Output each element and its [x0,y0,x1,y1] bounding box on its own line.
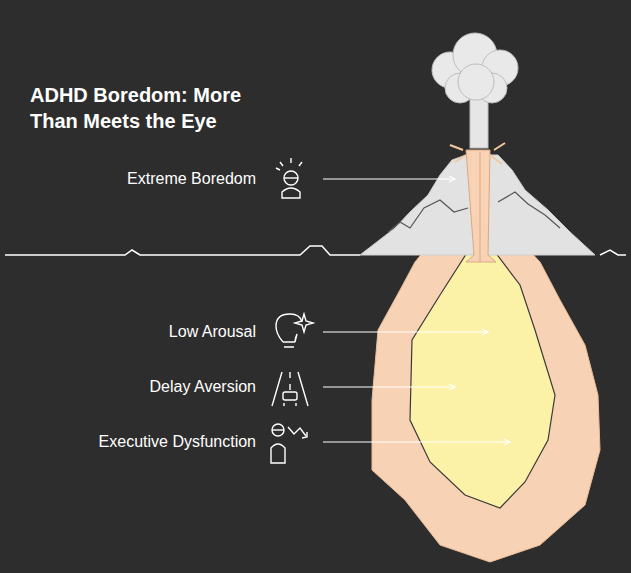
boredom-icon [276,158,302,198]
leader-arrow [323,179,510,442]
layer-label: Extreme Boredom [127,169,256,189]
magma-conduit [466,150,496,262]
mountain-left [360,155,475,255]
mountain-ridge [498,192,560,228]
road-car-icon [272,372,308,406]
conduit-line [480,152,481,262]
layer-label: Executive Dysfunction [99,432,256,452]
dysfunction-icon [271,424,307,463]
magma-chamber [372,232,600,562]
diagram-title: ADHD Boredom: More Than Meets the Eye [30,82,280,134]
bulb-icon [276,314,313,347]
smoke-cloud [432,33,518,103]
layer-label: Delay Aversion [150,377,256,397]
layer-label: Low Arousal [169,322,256,342]
magma-core [410,248,555,508]
mountain-right [486,155,595,255]
mountain-ridge [388,200,468,232]
